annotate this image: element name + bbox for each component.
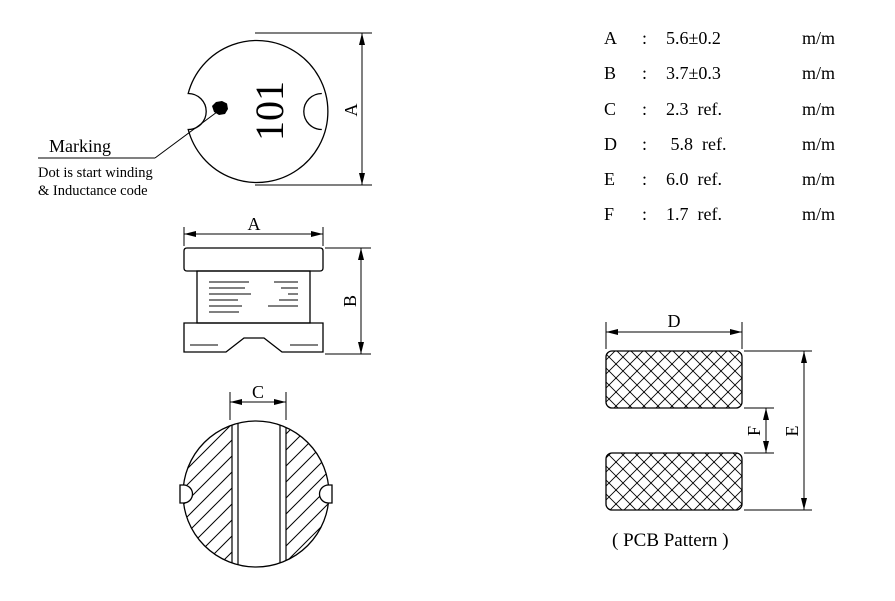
side-view-top-flange (183, 247, 324, 272)
dim-c-arrow-left (230, 399, 242, 405)
dim-a-label-side: A (248, 214, 261, 234)
dim-f-arrow-top (763, 408, 769, 420)
bottom-view (179, 392, 333, 568)
dim-a-label-top: A (341, 104, 361, 117)
dim-colon: : (642, 28, 648, 48)
dim-letter: C (604, 98, 617, 119)
center-band-left-edge (232, 421, 238, 567)
bottom-notch-right (318, 484, 333, 504)
marking-label: Marking (49, 136, 111, 156)
side-view-bottom-flange (183, 322, 324, 353)
pcb-pad-bottom (605, 452, 743, 511)
dim-row-d: D : 5.8 ref. m/m (604, 134, 854, 169)
dim-letter: F (604, 204, 615, 225)
dim-d-arrow-left (606, 329, 618, 335)
dim-f-arrow-bottom (763, 441, 769, 453)
pcb-pad-top (605, 350, 743, 409)
side-view (183, 227, 371, 355)
top-view (38, 32, 372, 186)
pcb-pattern-caption: ( PCB Pattern ) (612, 530, 729, 551)
dim-row-c: C : 2.3 ref. m/m (604, 99, 854, 134)
dim-value: 3.7±0.3 (666, 63, 721, 84)
dim-row-f: F : 1.7 ref. m/m (604, 204, 854, 239)
dim-row-e: E : 6.0 ref. m/m (604, 169, 854, 204)
center-band-right-edge (280, 421, 286, 567)
dim-e-arrow-bottom (801, 498, 807, 510)
dim-a2-arrow-right (311, 231, 323, 237)
side-view-core (196, 270, 311, 324)
dim-d-label: D (668, 311, 681, 331)
top-view-notch-right (303, 92, 322, 131)
marking-note-line2: & Inductance code (38, 183, 148, 199)
marking-note-line1: Dot is start winding (38, 165, 153, 181)
dim-f-label: F (744, 426, 764, 436)
bottom-notch-left (179, 484, 194, 504)
dim-colon: : (642, 133, 648, 154)
dim-colon: : (642, 98, 648, 119)
dim-unit: m/m (802, 28, 836, 48)
dim-e-arrow-top (801, 351, 807, 363)
dim-value: 2.3 ref. (666, 98, 722, 119)
dim-a-arrow-top (359, 33, 365, 45)
dim-unit: m/m (802, 63, 836, 84)
dim-e-label: E (782, 426, 802, 437)
marking-leader-line (154, 111, 218, 159)
dim-c-arrow-right (274, 399, 286, 405)
dim-colon: : (642, 169, 648, 190)
dim-row-b: B : 3.7±0.3 m/m (604, 63, 854, 98)
dim-unit: m/m (802, 169, 836, 190)
dim-value: 1.7 ref. (666, 204, 722, 225)
dim-letter: E (604, 169, 615, 190)
dim-b-arrow-top (358, 248, 364, 260)
start-winding-dot (212, 101, 228, 115)
dim-unit: m/m (802, 133, 836, 154)
dim-c-label: C (252, 382, 264, 402)
dim-colon: : (642, 204, 648, 225)
dim-a2-arrow-left (184, 231, 196, 237)
dim-unit: m/m (802, 98, 836, 119)
dim-value: 5.6±0.2 (666, 28, 721, 48)
dim-b-arrow-bottom (358, 342, 364, 354)
dim-row-a: A : 5.6±0.2 m/m (604, 28, 854, 63)
dim-value: 5.8 ref. (666, 133, 727, 154)
dim-unit: m/m (802, 204, 836, 225)
dim-letter: B (604, 63, 617, 84)
dimension-table: A : 5.6±0.2 m/m B : 3.7±0.3 m/m C : 2.3 … (604, 28, 854, 240)
dim-b-label: B (340, 295, 360, 307)
dim-d-arrow-right (730, 329, 742, 335)
dim-value: 6.0 ref. (666, 169, 722, 190)
dim-letter: D (604, 133, 617, 154)
pcb-pattern (605, 322, 812, 511)
dim-letter: A (604, 28, 617, 48)
dim-colon: : (642, 63, 648, 84)
winding-lines (190, 281, 318, 346)
marking-code: 101 (247, 81, 292, 141)
dim-a-arrow-bottom (359, 173, 365, 185)
